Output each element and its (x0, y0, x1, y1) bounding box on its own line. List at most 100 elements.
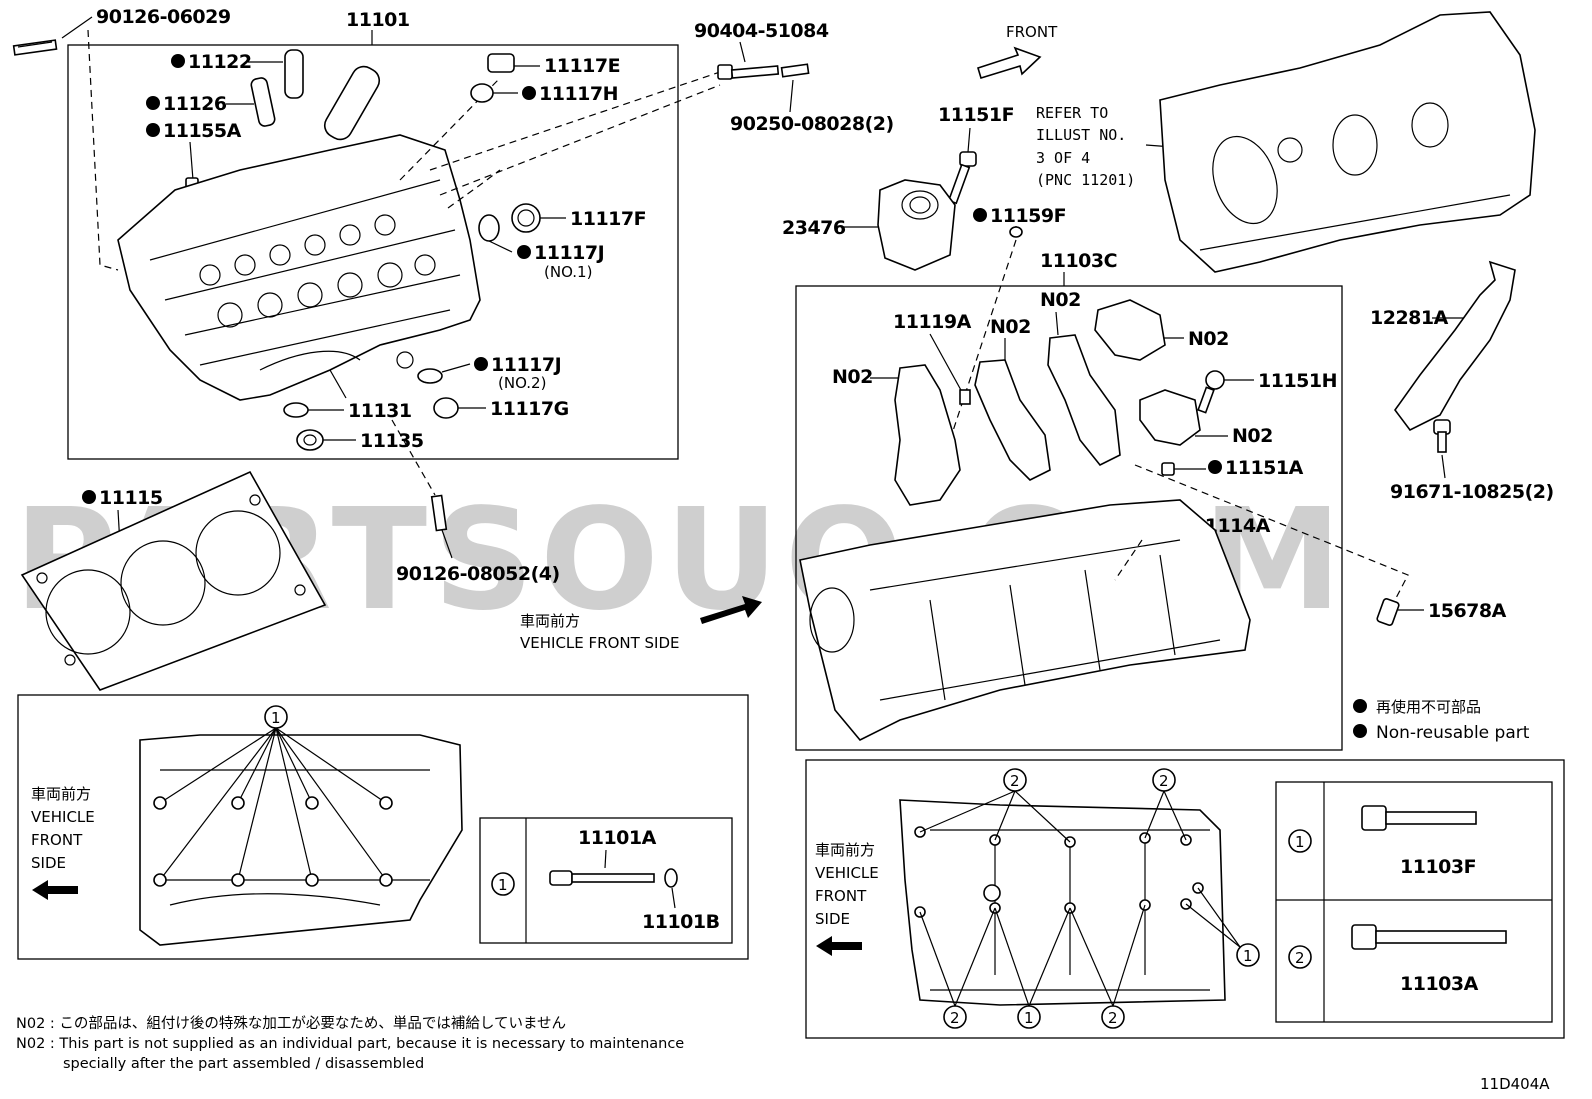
bolt-table-2 (1275, 781, 1553, 1023)
label-90126-08052[interactable]: 90126-08052(4) (396, 563, 560, 585)
label-11103C[interactable]: 11103C (1040, 250, 1118, 272)
callout-1-head-text: 1 (271, 709, 281, 727)
head-bolt-pattern-group: 車両前方 VEHICLE FRONT SIDE 1 (17, 694, 749, 960)
nonreusable-dot-11159F (973, 208, 987, 222)
label-11131[interactable]: 11131 (348, 400, 412, 422)
case-bolt-box (805, 759, 1565, 1039)
head-top-view[interactable] (139, 734, 463, 946)
legend-dot-jp (1353, 699, 1367, 713)
callout-1-right[interactable] (1236, 943, 1260, 967)
label-n02-5[interactable]: N02 (1232, 425, 1273, 447)
bearing-cap-parts[interactable] (894, 299, 1201, 506)
cylinder-head-group: 90126-06029 11101 11122 11126 11155A (12, 6, 721, 460)
head-gasket-11115[interactable] (20, 470, 327, 691)
gasket-11131[interactable] (283, 402, 344, 418)
refer-line1: REFER TO (1036, 104, 1108, 122)
label-11151A[interactable]: 11151A (1225, 457, 1304, 479)
pipe-11101[interactable] (320, 62, 383, 144)
callout-2-bottom-b-text: 2 (1108, 1009, 1118, 1027)
housing-23476[interactable] (877, 179, 956, 271)
bushing-11122[interactable] (248, 49, 304, 99)
bolt-11103F[interactable] (1361, 805, 1477, 831)
label-90126-06029[interactable]: 90126-06029 (96, 6, 231, 28)
label-11117G[interactable]: 11117G (490, 398, 569, 420)
case-bottom-view[interactable] (899, 799, 1226, 1006)
label-11135[interactable]: 11135 (360, 430, 424, 452)
label-11101[interactable]: 11101 (346, 9, 410, 31)
label-23476[interactable]: 23476 (782, 217, 846, 239)
label-11122[interactable]: 11122 (188, 51, 252, 73)
crankcase-lower[interactable] (799, 499, 1251, 741)
tbl1-callout-text: 1 (498, 876, 508, 894)
plug-15678A[interactable] (1376, 598, 1424, 626)
label-11151F[interactable]: 11151F (938, 104, 1015, 126)
label-11117F[interactable]: 11117F (570, 208, 647, 230)
callout-2-top-b-text: 2 (1159, 772, 1169, 790)
stud-90126-08052[interactable] (430, 494, 453, 559)
cylinder-head-body[interactable] (117, 134, 481, 401)
label-90250-08028[interactable]: 90250-08028(2) (730, 113, 894, 135)
label-11101A[interactable]: 11101A (578, 827, 657, 849)
gasket-11117J-no2[interactable] (417, 363, 471, 384)
callout-2-top-a-text: 2 (1010, 772, 1020, 790)
label-11101B[interactable]: 11101B (642, 911, 720, 933)
label-n02-4[interactable]: N02 (1188, 328, 1229, 350)
vf2-jp: 車両前方 (815, 841, 875, 859)
nonreusable-dot-11155A (146, 123, 160, 137)
label-n02-3[interactable]: N02 (1040, 289, 1081, 311)
bolt-91671-10825[interactable] (1433, 419, 1451, 479)
bolt-11151F[interactable] (947, 151, 977, 205)
label-11155A[interactable]: 11155A (163, 120, 242, 142)
gasket-11117H[interactable] (470, 83, 518, 103)
label-11119A[interactable]: 11119A (893, 311, 972, 333)
oring-11159F[interactable] (1009, 226, 1023, 238)
plug-11117G[interactable] (433, 397, 486, 419)
label-15678A[interactable]: 15678A (1428, 600, 1507, 622)
bolt-11101A[interactable] (549, 870, 655, 886)
gasket-11117J-no1[interactable] (478, 214, 513, 253)
cylinder-head-box (67, 44, 679, 460)
plug-11117F[interactable] (511, 203, 566, 233)
label-n02-1[interactable]: N02 (832, 366, 873, 388)
label-11103A[interactable]: 11103A (1400, 973, 1479, 995)
label-11117H[interactable]: 11117H (539, 83, 619, 105)
label-11159F[interactable]: 11159F (990, 205, 1067, 227)
vfs-jp: 車両前方 (520, 612, 580, 630)
bolt-90404-51084[interactable] (717, 64, 780, 80)
label-11117E[interactable]: 11117E (544, 55, 621, 77)
label-11115[interactable]: 11115 (99, 487, 163, 509)
callout-1-leaders (159, 727, 387, 881)
tbl2-callout-1-text: 1 (1295, 833, 1305, 851)
plug-11117E[interactable] (487, 53, 540, 73)
head-bolt-holes[interactable] (153, 796, 393, 887)
label-11117J-no2[interactable]: 11117J (491, 354, 562, 376)
bearing-cap-box (795, 285, 1343, 751)
head-cover-refer[interactable] (1159, 11, 1536, 273)
label-n02-2[interactable]: N02 (990, 316, 1031, 338)
stud-90126-06029[interactable] (12, 16, 93, 56)
nonreusable-dot-11151A (1208, 460, 1222, 474)
refer-line2: ILLUST NO. (1036, 126, 1126, 144)
pin-11151A[interactable] (1161, 462, 1175, 476)
bolt-table-1 (479, 817, 733, 944)
pin-90250-08028[interactable] (780, 63, 810, 113)
vfs-arrow-icon (700, 596, 762, 624)
label-90404-51084[interactable]: 90404-51084 (694, 20, 829, 42)
label-11126[interactable]: 11126 (163, 93, 227, 115)
nonreusable-dot-11117J-no1 (517, 245, 531, 259)
label-12281A[interactable]: 12281A (1370, 307, 1449, 329)
pin-11119A[interactable] (959, 389, 971, 405)
callout-1-right-text: 1 (1243, 947, 1253, 965)
legend-en: Non-reusable part (1376, 723, 1530, 743)
note-en-line1: N02 : This part is not supplied as an in… (16, 1036, 684, 1052)
bracket-12281A[interactable] (1394, 260, 1516, 432)
bushing-11126[interactable] (226, 77, 276, 127)
label-11117J-no1[interactable]: 11117J (534, 242, 605, 264)
label-91671-10825[interactable]: 91671-10825(2) (1390, 481, 1554, 503)
bolt-11103A[interactable] (1351, 924, 1507, 950)
seal-11135[interactable] (296, 429, 356, 451)
bolt-11151H[interactable] (1197, 370, 1254, 414)
label-11103F[interactable]: 11103F (1400, 856, 1477, 878)
washer-11101B[interactable] (664, 868, 678, 888)
label-11151H[interactable]: 11151H (1258, 370, 1338, 392)
